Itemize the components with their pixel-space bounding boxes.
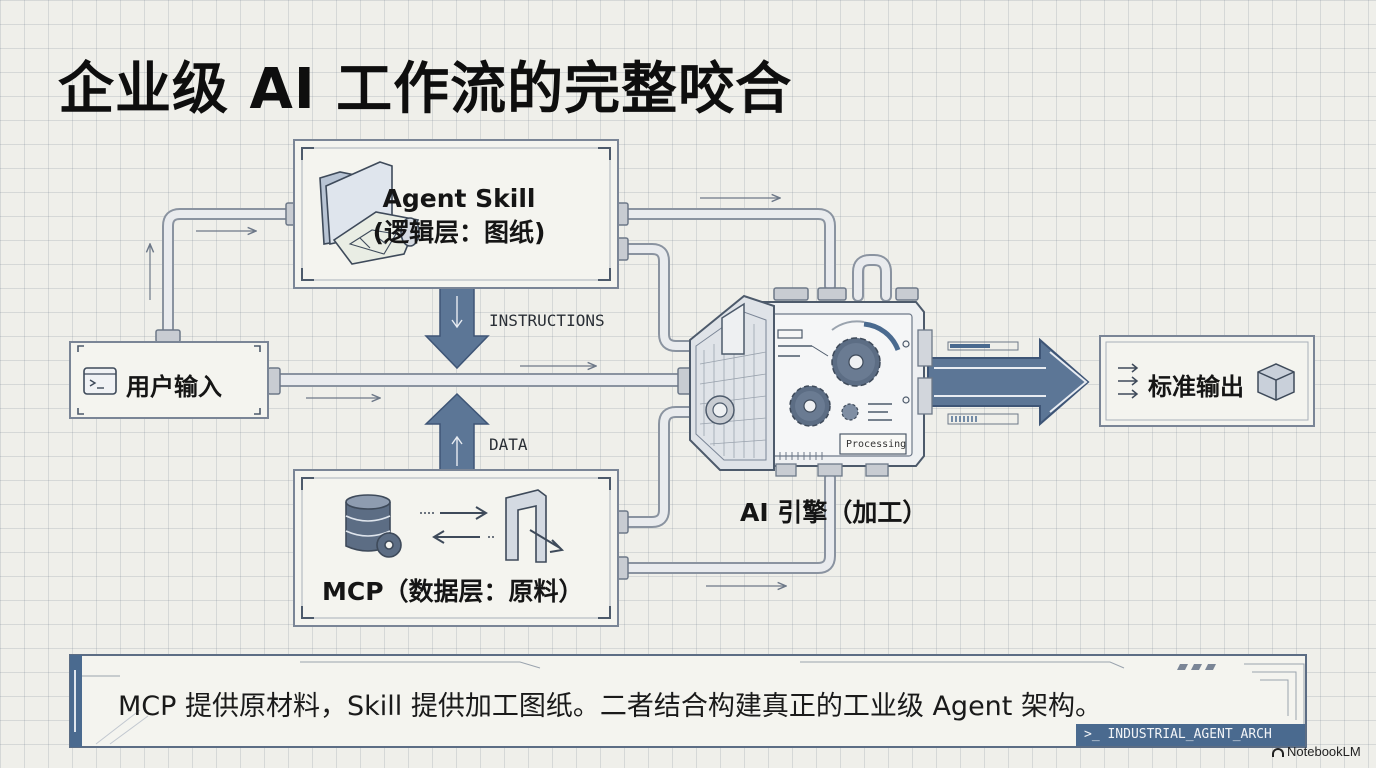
notebooklm-logo-icon xyxy=(1272,748,1284,757)
gear-icon xyxy=(831,337,881,387)
database-gear-icon xyxy=(345,494,402,558)
brand-text: NotebookLM xyxy=(1287,744,1361,759)
skill-subtitle: (逻辑层：图纸) xyxy=(372,218,546,247)
skill-title: Agent Skill xyxy=(382,184,536,213)
package-icon xyxy=(1257,363,1295,401)
ai-engine-machine xyxy=(689,287,933,477)
page-title: 企业级 AI 工作流的完整咬合 xyxy=(58,57,793,122)
engine-label: AI 引擎（加工） xyxy=(740,498,928,527)
instructions-arrow xyxy=(424,283,490,370)
gear-small-icon xyxy=(789,385,859,427)
data-arrow xyxy=(424,392,490,475)
pipe-user-to-skill xyxy=(162,208,298,338)
flow-arrows xyxy=(150,198,786,586)
instructions-label: INSTRUCTIONS xyxy=(489,311,605,330)
magnet-icon xyxy=(505,489,565,563)
data-label: DATA xyxy=(489,435,528,454)
output-label: 标准输出 xyxy=(1148,373,1244,401)
footer-tag: >_ INDUSTRIAL_AGENT_ARCH xyxy=(1076,724,1305,746)
mcp-panel xyxy=(293,469,619,627)
output-arrow xyxy=(927,337,1090,427)
processing-tag: Processing xyxy=(846,439,907,450)
folder-blueprint-icon xyxy=(319,161,420,265)
pipes xyxy=(162,208,892,574)
mcp-label: MCP（数据层：原料） xyxy=(322,577,584,606)
brand-watermark: NotebookLM xyxy=(1272,744,1361,759)
user-input-label: 用户输入 xyxy=(126,373,222,401)
footer-caption: MCP 提供原材料，Skill 提供加工图纸。二者结合构建真正的工业级 Agen… xyxy=(118,691,1102,722)
pipe-connectors xyxy=(155,202,693,580)
pipe-skill-to-engine-left xyxy=(618,243,698,352)
transfer-arrows-icon xyxy=(420,506,494,544)
output-lines-icon xyxy=(1118,363,1139,399)
terminal-icon xyxy=(83,367,117,395)
